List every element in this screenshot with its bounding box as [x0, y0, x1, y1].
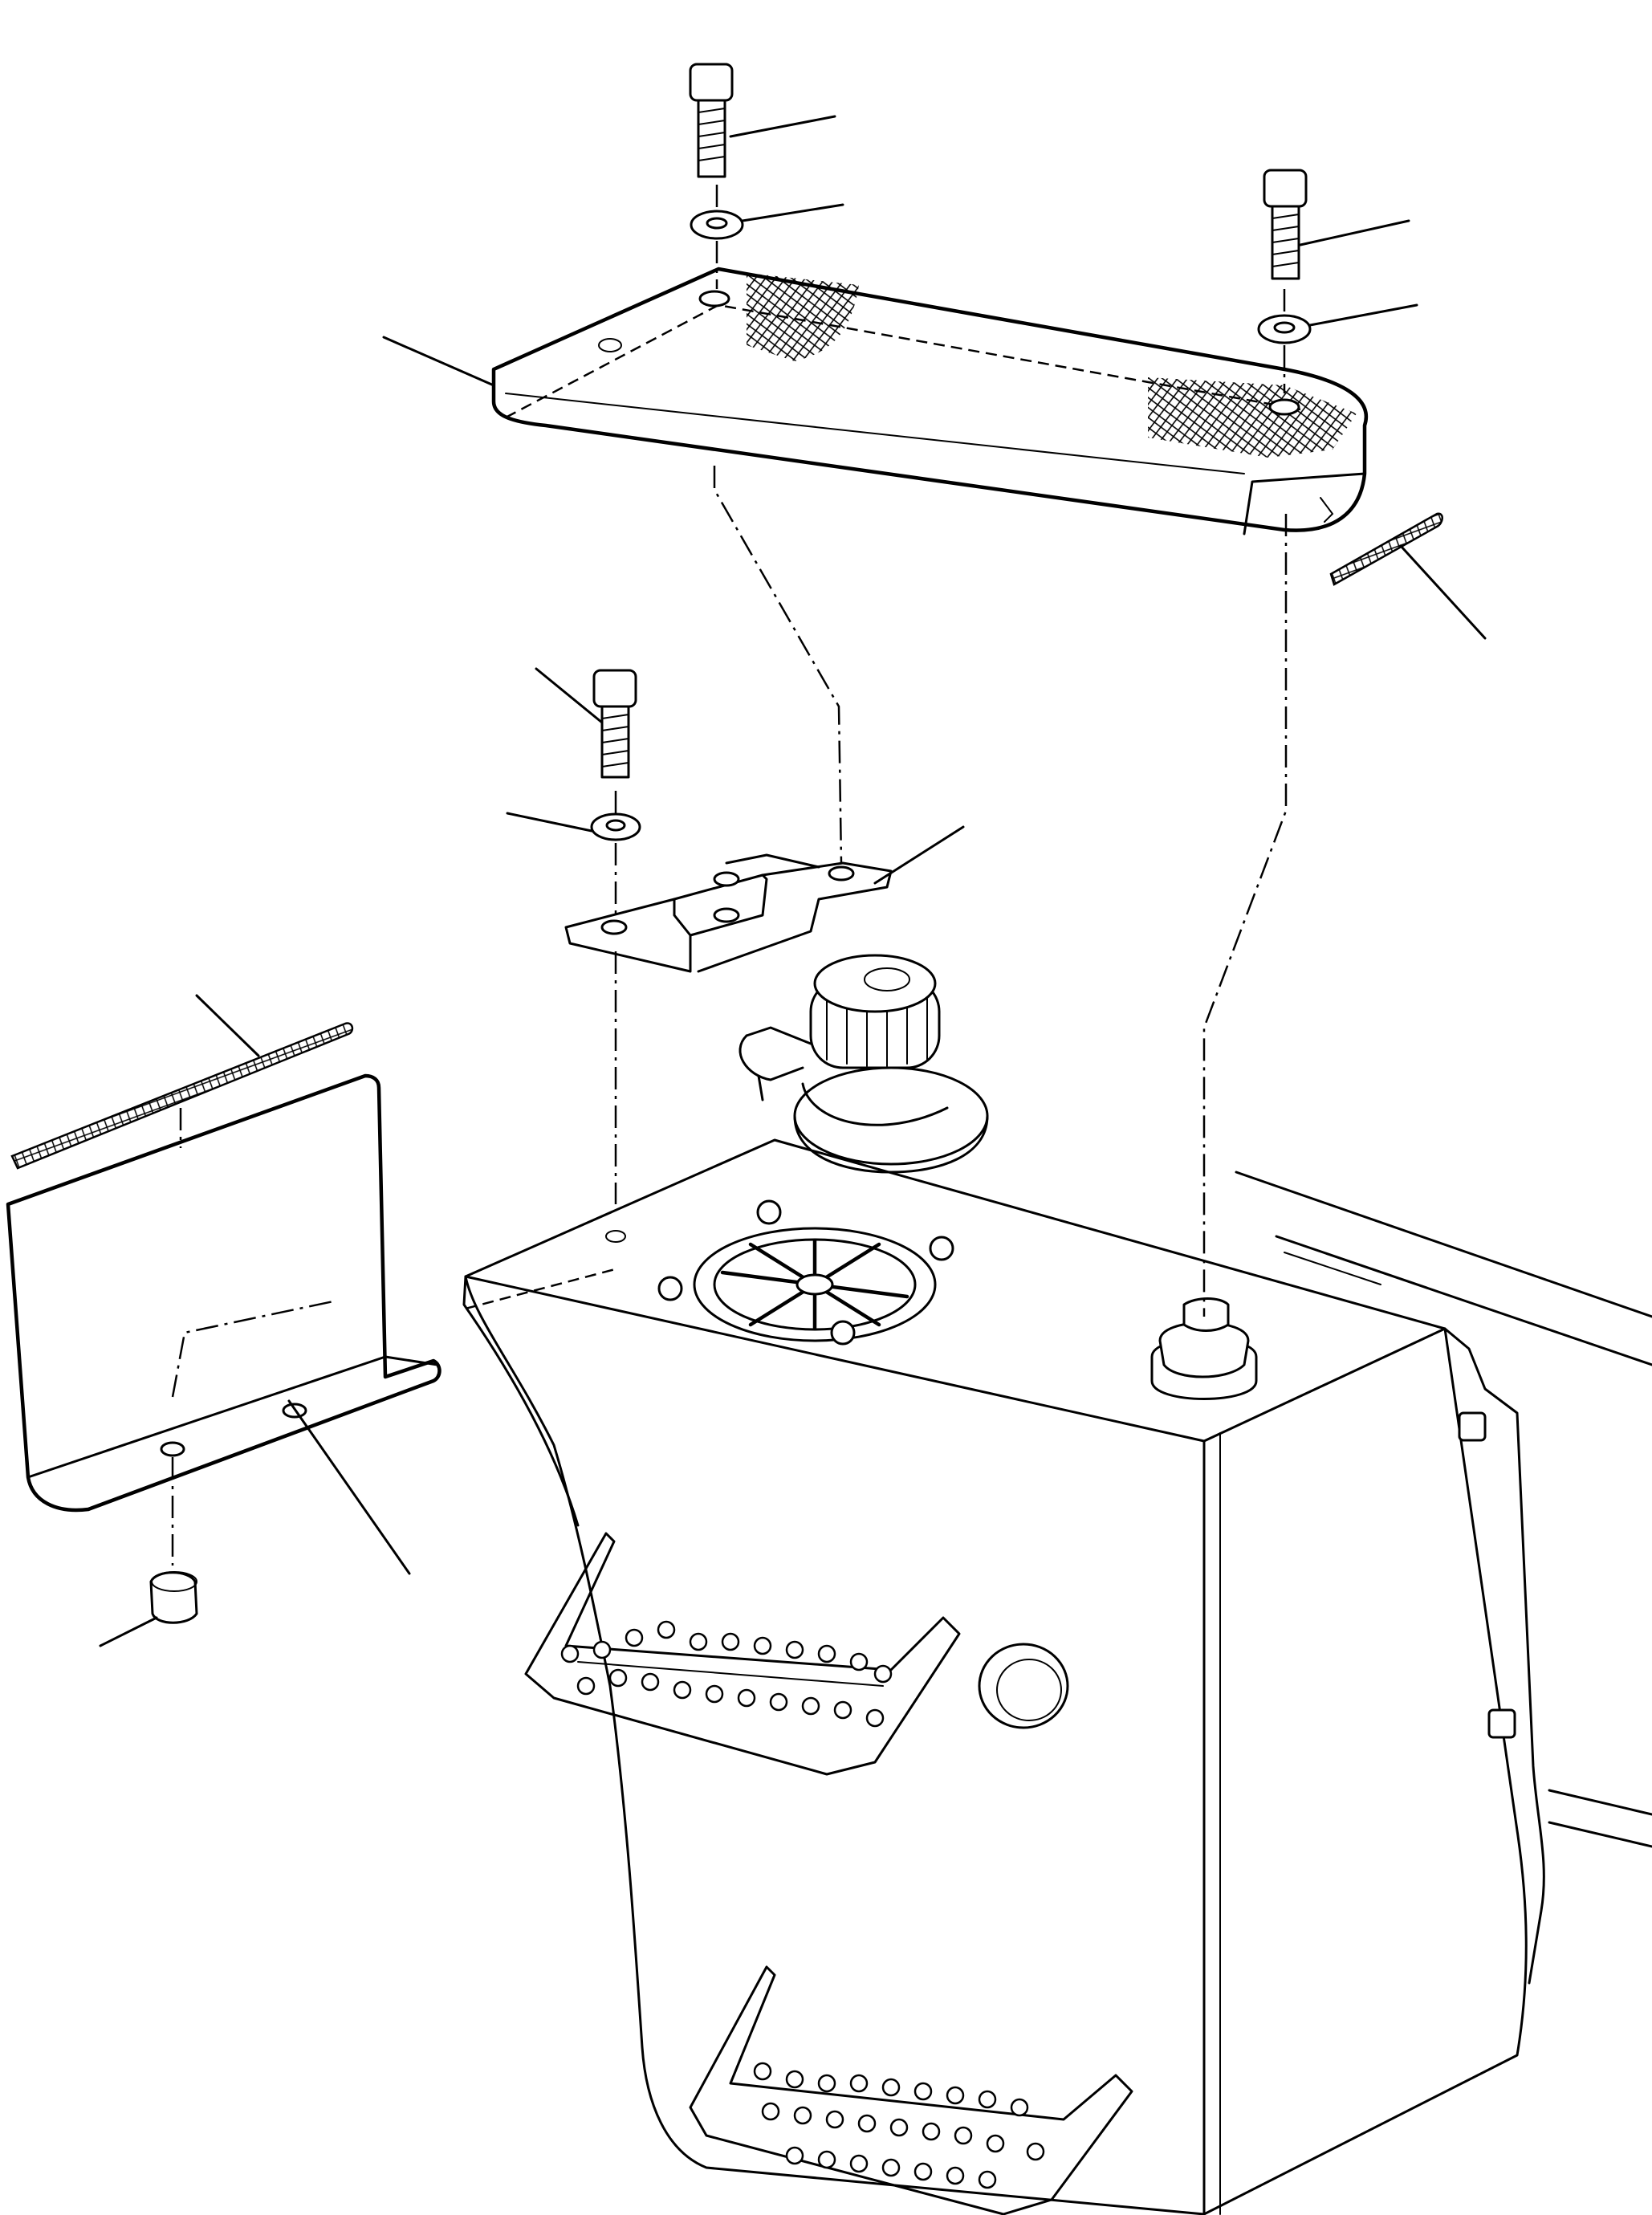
- bolt-top-right-icon: [1263, 169, 1308, 280]
- filler-cap: [739, 954, 989, 1174]
- step-lower: [689, 1965, 1133, 2215]
- washer-top-right-icon: [1257, 314, 1312, 344]
- step-platform: [491, 267, 1368, 535]
- side-bolt-icon: [1458, 1411, 1516, 1739]
- leader-cover-plate-left: [287, 1399, 411, 1575]
- rubber-strip-left: [10, 1022, 354, 1170]
- step-upper: [524, 1532, 961, 1776]
- leader-step-platform: [382, 336, 495, 387]
- leader-bolt-top-right: [1299, 219, 1410, 246]
- bolt-top-left-icon: [689, 63, 734, 178]
- rubber-strip-right: [1320, 497, 1443, 586]
- leader-bracket-middle: [873, 825, 965, 885]
- alignment-lines: [171, 185, 1288, 1566]
- leader-washer-middle: [506, 812, 593, 833]
- drain-plug: [1150, 1297, 1258, 1400]
- tank-body: [462, 1138, 1545, 2215]
- callout-leaders: [99, 115, 1487, 1647]
- nut-left-icon: [149, 1571, 198, 1624]
- washer-top-left-icon: [690, 210, 744, 240]
- cover-plate-left: [6, 1073, 441, 1513]
- washer-middle-icon: [590, 812, 641, 841]
- leader-washer-top-left: [741, 203, 844, 222]
- leader-nut-left: [99, 1616, 158, 1647]
- leader-washer-top-right: [1308, 303, 1418, 327]
- leader-bolt-top-left: [729, 115, 836, 138]
- bracket-middle: [564, 853, 893, 973]
- frame-lines: [1235, 1171, 1652, 1848]
- leader-rubber-strip-left: [195, 994, 260, 1057]
- leader-bolt-middle: [535, 667, 604, 724]
- sight-gauge: [978, 1643, 1069, 1729]
- leader-rubber-strip-right: [1399, 544, 1487, 640]
- bolt-middle-icon: [592, 669, 637, 779]
- access-cover: [657, 1199, 954, 1346]
